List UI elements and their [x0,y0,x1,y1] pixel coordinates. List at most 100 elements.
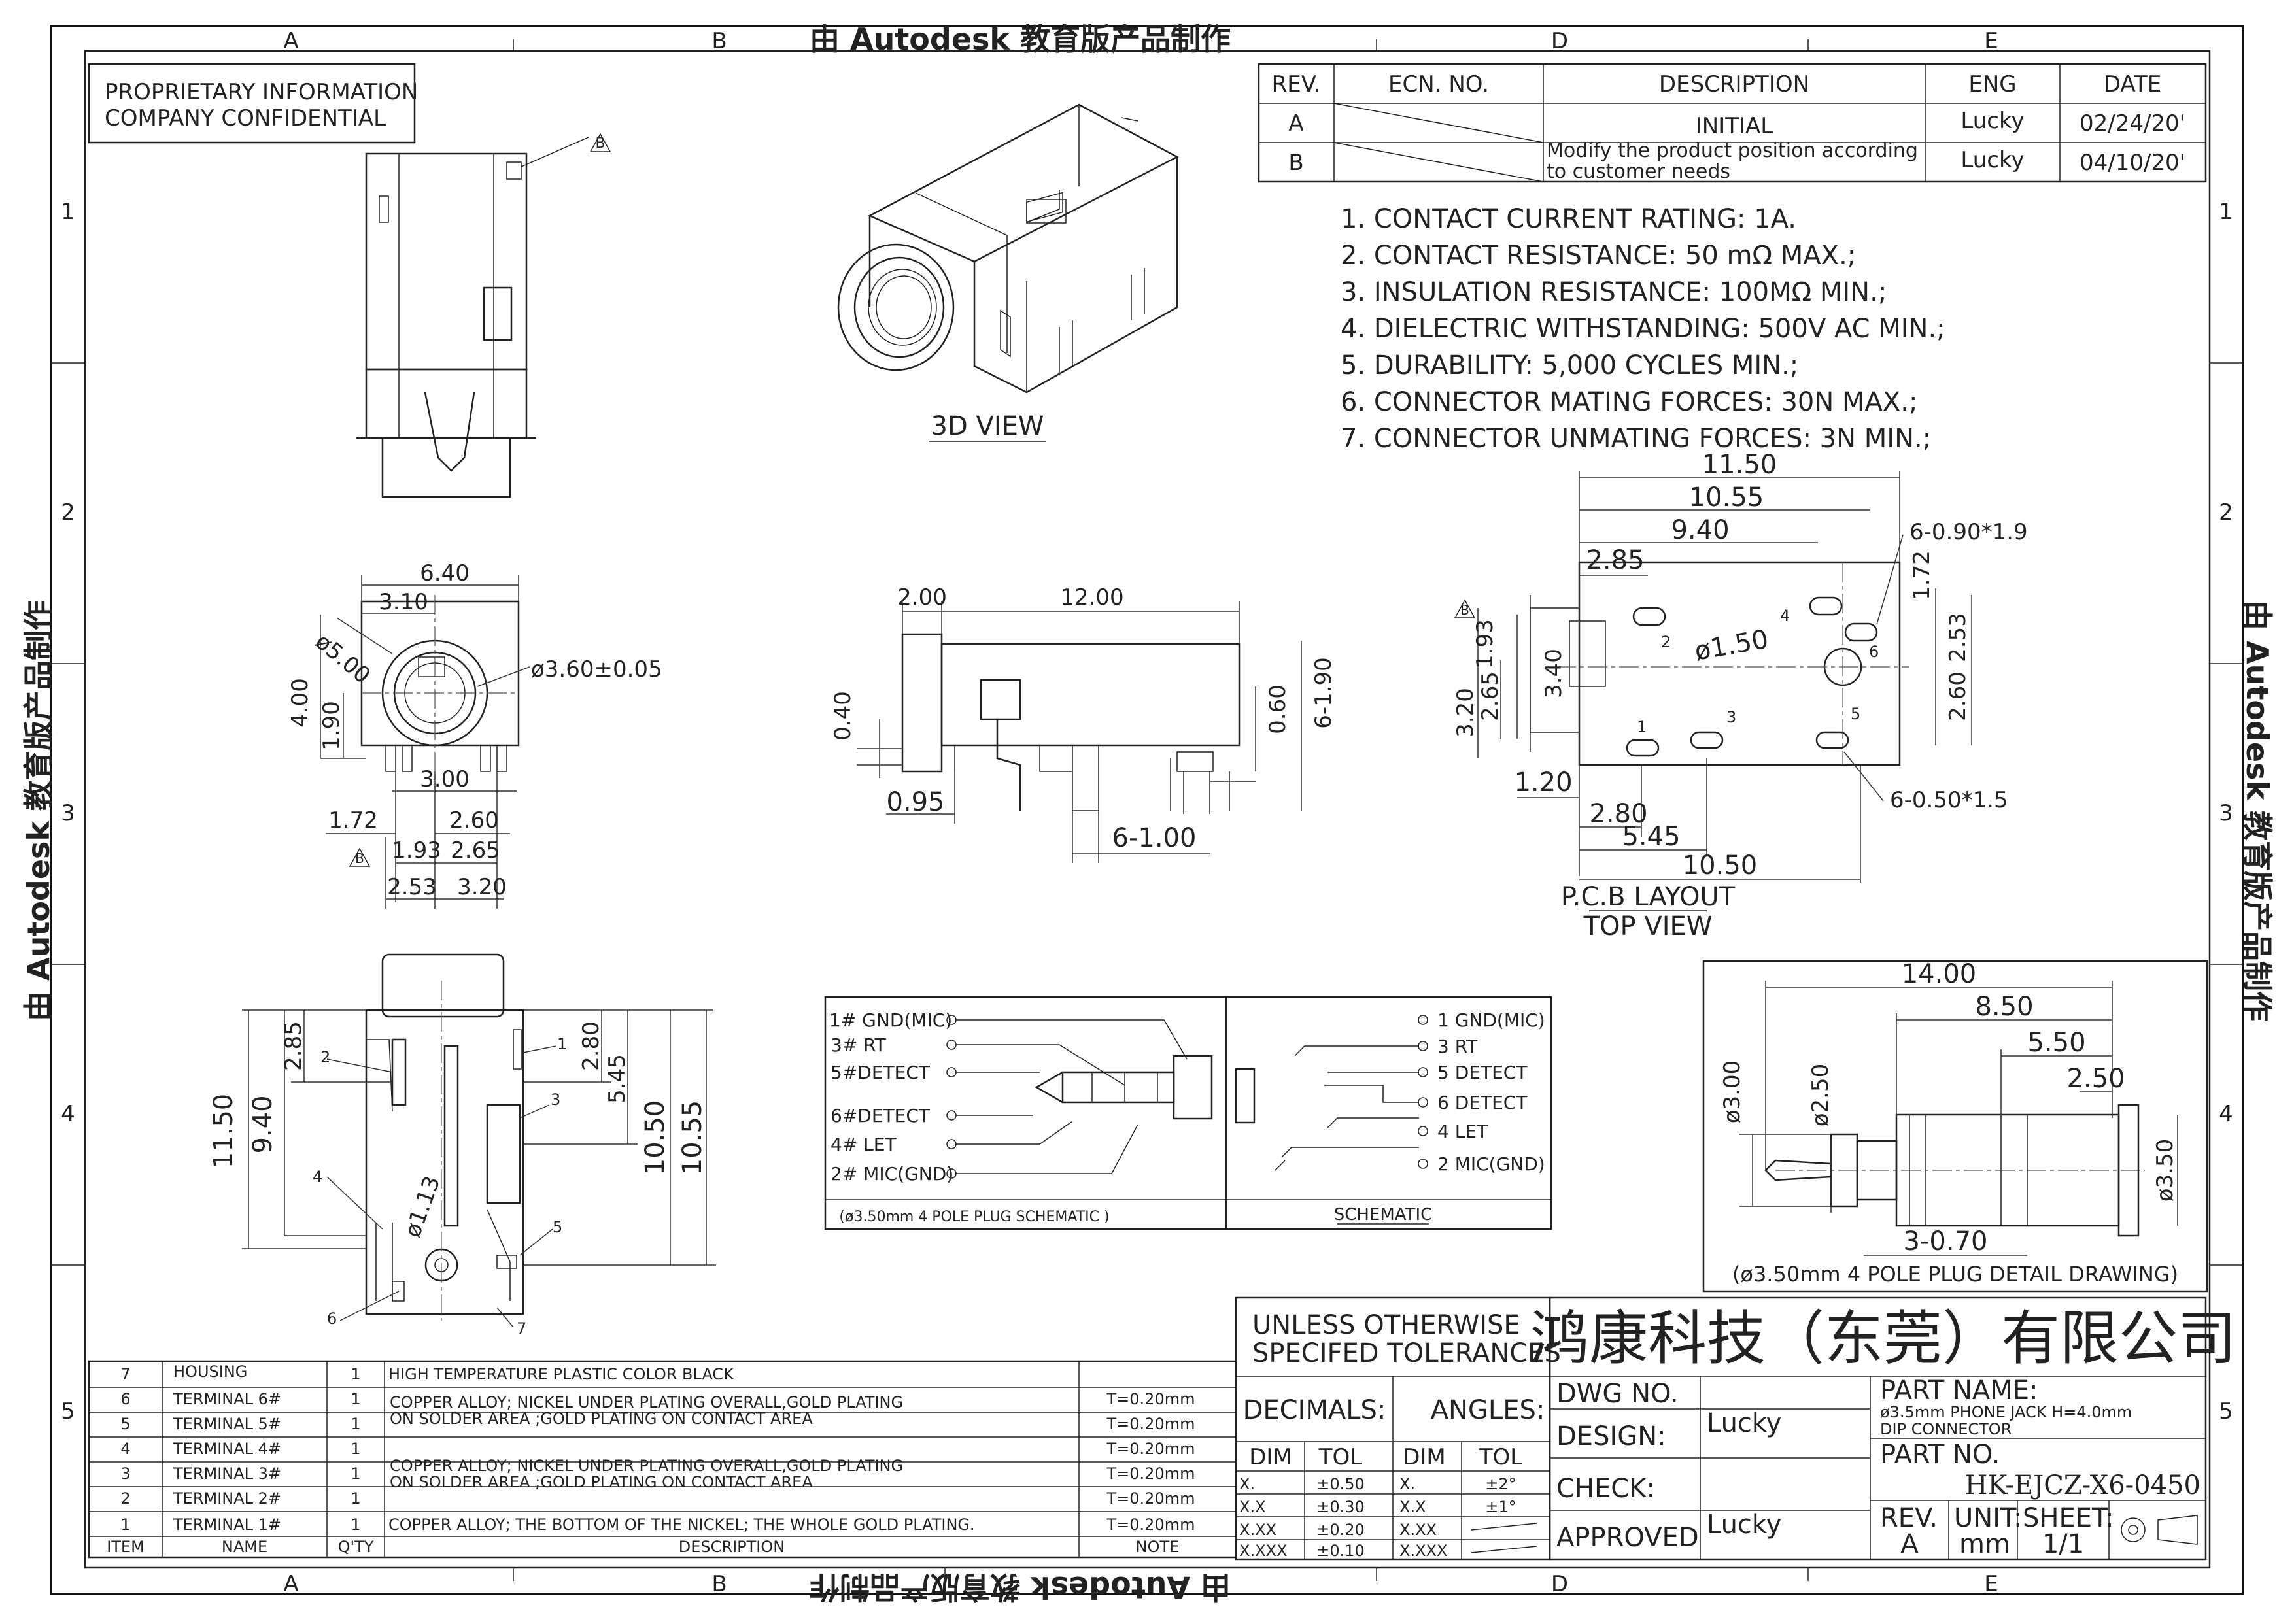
svg-text:2.85: 2.85 [281,1021,307,1071]
svg-text:6: 6 [1869,643,1879,661]
grid-row-1-left: 1 [61,199,75,225]
title-part-no: HK-EJCZ-X6-0450 [1965,1470,2200,1500]
schematic-labels-right: 1 GND(MIC) 3 RT 5 DETECT 6 DETECT 4 LET … [1437,1009,1545,1175]
pcb-title: P.C.B LAYOUT [1561,882,1736,912]
svg-text:COPPER ALLOY; NICKEL UNDER PLA: COPPER ALLOY; NICKEL UNDER PLATING OVERA… [390,1393,903,1412]
grid-col-a-bottom: A [283,1571,298,1597]
grid-ticks [51,39,2243,1581]
svg-text:6-1.00: 6-1.00 [1112,823,1197,853]
grid-row-2-left: 2 [61,499,75,526]
svg-text:2# MIC(GND): 2# MIC(GND) [830,1163,953,1185]
side-view-dims [857,601,1302,863]
svg-text:X.XX: X.XX [1399,1521,1437,1539]
bottom-view-dim-text: 2.85 2.80 5.45 11.50 9.40 10.50 10.55 ø1… [209,1021,708,1241]
svg-text:X.X: X.X [1239,1498,1266,1516]
svg-text:ANGLES:: ANGLES: [1431,1395,1545,1425]
watermark-left: 由 Autodesk 教育版产品制作 [21,600,56,1021]
bottom-view-callouts: 2 4 6 7 1 3 5 [313,1035,567,1338]
title-approved-label: APPROVED [1556,1523,1699,1553]
rev-header-rev: REV. [1272,71,1321,97]
svg-text:T=0.20mm: T=0.20mm [1106,1464,1195,1483]
svg-text:2.53: 2.53 [1945,613,1971,662]
plug-detail-dim-text: 14.00 8.50 5.50 2.50 ø3.00 ø2.50 ø3.50 3… [1719,959,2178,1257]
svg-text:7: 7 [120,1365,130,1383]
svg-text:3.20: 3.20 [1452,688,1479,737]
grid-col-e-top: E [1984,28,1998,54]
svg-text:1.93: 1.93 [1472,619,1498,669]
title-unit-label: UNIT: [1954,1503,2023,1533]
rev-header-eng: ENG [1968,71,2016,97]
title-design-label: DESIGN: [1556,1421,1666,1451]
rev-b-eng: Lucky [1960,147,2024,173]
revision-table: REV. ECN. NO. DESCRIPTION ENG DATE A INI… [1258,63,2207,183]
title-rev: A [1900,1529,1919,1559]
svg-text:1: 1 [120,1515,130,1534]
svg-text:ø2.50: ø2.50 [1807,1064,1834,1127]
svg-text:DESCRIPTION: DESCRIPTION [679,1538,785,1556]
spec-3: 3. INSULATION RESISTANCE: 100MΩ MIN.; [1341,277,1887,307]
svg-text:1: 1 [351,1440,360,1458]
svg-text:2.50: 2.50 [2066,1064,2125,1094]
svg-text:1: 1 [351,1415,360,1433]
title-unit: mm [1959,1529,2010,1559]
title-block [1549,1296,2207,1561]
svg-text:4: 4 [1780,607,1790,625]
plug-detail-box [1702,960,2208,1293]
svg-text:T=0.20mm: T=0.20mm [1106,1440,1195,1458]
svg-text:ø3.60±0.05: ø3.60±0.05 [531,656,662,683]
title-check-label: CHECK: [1556,1474,1655,1504]
rev-a-eng: Lucky [1960,108,2024,134]
svg-text:2.80: 2.80 [1589,799,1647,829]
svg-text:3.20: 3.20 [457,874,507,900]
svg-text:6: 6 [327,1310,337,1328]
svg-text:±0.10: ±0.10 [1316,1542,1365,1560]
svg-text:ø1.13: ø1.13 [400,1173,446,1241]
svg-text:1.72: 1.72 [328,807,378,834]
proprietary-line-1: PROPRIETARY INFORMATION [105,79,418,105]
grid-row-1-right: 1 [2219,199,2233,225]
title-part-no-label: PART NO. [1880,1440,2000,1470]
bom-rows: 7 HOUSING 1 HIGH TEMPERATURE PLASTIC COL… [107,1362,1195,1556]
title-dwg-no-label: DWG NO. [1556,1379,1679,1409]
svg-text:±1°: ±1° [1485,1498,1516,1516]
svg-text:T=0.20mm: T=0.20mm [1106,1415,1195,1433]
grid-col-d-bottom: D [1551,1571,1568,1597]
grid-col-b-bottom: B [711,1571,727,1597]
svg-text:1: 1 [557,1035,567,1053]
rev-triangle-top [589,133,611,152]
rev-header-date: DATE [2104,71,2161,97]
schematic-labels-left: 1# GND(MIC) 3# RT 5#DETECT 6#DETECT 4# L… [829,1009,953,1185]
svg-text:2.60: 2.60 [449,807,499,834]
rev-b-desc-2: to customer needs [1547,160,1730,183]
rev-b: B [1288,150,1303,176]
svg-text:4.00: 4.00 [287,678,313,728]
spec-5: 5. DURABILITY: 5,000 CYCLES MIN.; [1341,350,1798,381]
front-view-dims [320,575,530,909]
svg-text:1: 1 [351,1489,360,1508]
svg-text:11.50: 11.50 [1702,450,1777,480]
svg-text:11.50: 11.50 [209,1094,239,1169]
svg-text:2.65: 2.65 [1477,671,1503,721]
svg-text:6-0.50*1.5: 6-0.50*1.5 [1890,787,2008,813]
svg-text:3: 3 [1726,708,1736,726]
svg-text:6-0.90*1.9: 6-0.90*1.9 [1909,519,2028,545]
svg-text:2 MIC(GND): 2 MIC(GND) [1437,1153,1545,1175]
svg-text:1.93: 1.93 [392,837,441,864]
svg-text:TOL: TOL [1318,1444,1363,1470]
svg-text:2.85: 2.85 [1586,545,1644,575]
spec-notes: 1. CONTACT CURRENT RATING: 1A. 2. CONTAC… [1341,204,1945,454]
svg-text:TERMINAL 4#: TERMINAL 4# [173,1440,281,1458]
svg-text:0.95: 0.95 [886,787,944,817]
svg-text:ITEM: ITEM [107,1538,145,1556]
spec-7: 7. CONNECTOR UNMATING FORCES: 3N MIN.; [1341,424,1931,454]
svg-text:X.: X. [1239,1475,1255,1493]
spec-6: 6. CONNECTOR MATING FORCES: 30N MAX.; [1341,387,1917,417]
svg-text:4: 4 [313,1168,322,1186]
svg-text:1: 1 [351,1390,360,1408]
front-view-dim-text: 6.40 3.10 ø5.00 ø3.60±0.05 4.00 1.90 3.0… [287,560,662,900]
proprietary-line-2: COMPANY CONFIDENTIAL [105,105,386,131]
svg-text:5 DETECT: 5 DETECT [1437,1062,1528,1083]
svg-text:X.X: X.X [1399,1498,1426,1516]
rev-header-desc: DESCRIPTION [1659,71,1809,97]
title-part-name-label: PART NAME: [1880,1376,2038,1406]
